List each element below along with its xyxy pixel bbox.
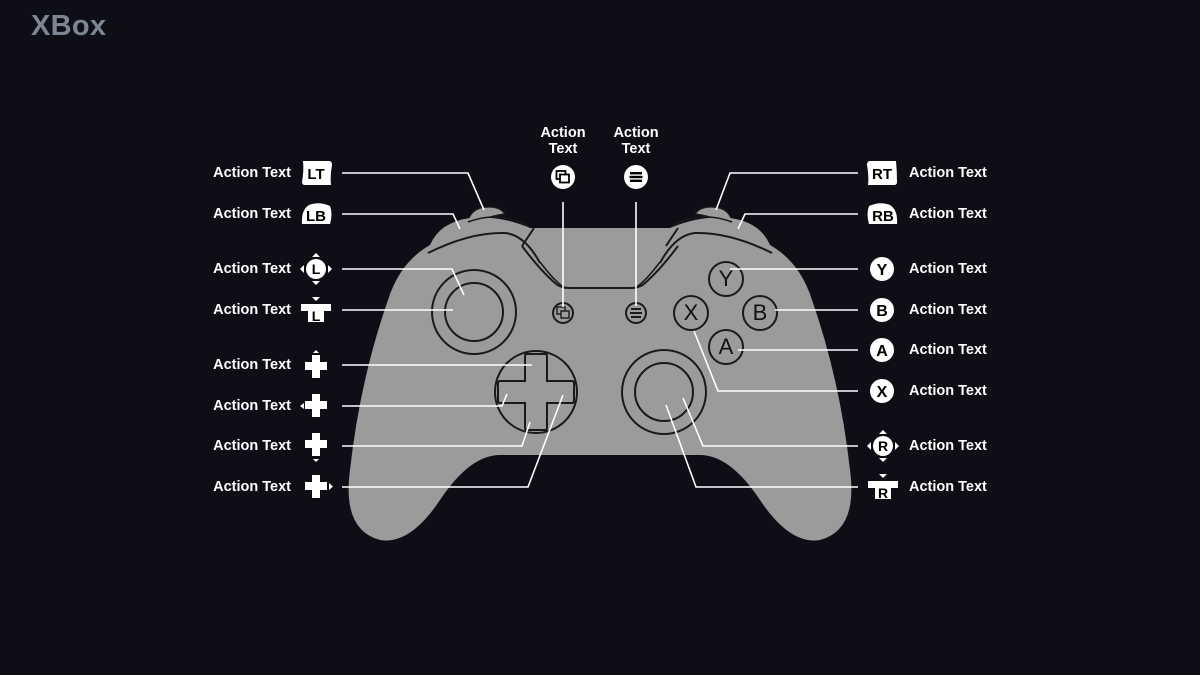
a-action-label: Action Text <box>909 342 987 358</box>
controller-shell <box>348 217 852 541</box>
menu-action-label: Action Text <box>601 125 671 157</box>
y-action-label: Action Text <box>909 261 987 277</box>
controller-body <box>348 206 852 541</box>
svg-text:LB: LB <box>306 208 326 225</box>
rb-bumper-icon: RB <box>867 203 898 225</box>
dpad-down-action-label: Action Text <box>213 438 291 454</box>
svg-text:RB: RB <box>872 208 894 225</box>
controller-label-a: A <box>718 334 734 359</box>
dpad-up-icon <box>305 350 327 378</box>
view-action-label-line2: Text <box>548 141 578 157</box>
rs-move-action-label: Action Text <box>909 438 987 454</box>
left-stick-click-icon: L <box>301 297 331 324</box>
page-title: XBox <box>31 10 107 42</box>
menu-action-label-line2: Text <box>621 141 651 157</box>
view-action-label-line1: Action <box>540 125 586 141</box>
right-stick-outer <box>621 349 707 435</box>
x-action-label: Action Text <box>909 383 987 399</box>
face-button-x <box>673 295 709 331</box>
ls-click-action-label: Action Text <box>213 302 291 318</box>
left-bumper-line <box>427 231 541 264</box>
lt-action-label: Action Text <box>213 165 291 181</box>
face-button-b <box>742 295 778 331</box>
rb-action-label: Action Text <box>909 206 987 222</box>
left-bumper-top <box>467 216 529 227</box>
svg-text:R: R <box>878 485 888 501</box>
x-button-icon: X <box>870 379 894 403</box>
rt-trigger-icon: RT <box>867 161 897 185</box>
dpad-right-icon <box>305 475 333 498</box>
left-stick-move-icon: L <box>300 253 332 285</box>
right-stick-move-icon: R <box>867 430 899 462</box>
svg-text:B: B <box>876 303 888 320</box>
rs-click-action-label: Action Text <box>909 479 987 495</box>
dpad-right-action-label: Action Text <box>213 479 291 495</box>
face-button-y <box>708 261 744 297</box>
view-button-icon <box>551 165 575 189</box>
svg-text:L: L <box>312 261 321 277</box>
y-button-icon: Y <box>870 257 894 281</box>
menu-button-icon <box>624 165 648 189</box>
face-button-a <box>708 329 744 365</box>
lb-bumper-icon: LB <box>301 203 332 225</box>
controller-label-b: B <box>752 300 768 325</box>
lb-action-label: Action Text <box>213 206 291 222</box>
view-action-label: Action Text <box>528 125 598 157</box>
svg-text:L: L <box>312 308 321 324</box>
dpad-left-icon <box>300 394 327 417</box>
right-stick-inner <box>634 362 694 422</box>
rt-action-label: Action Text <box>909 165 987 181</box>
lt-trigger-icon: LT <box>302 161 332 185</box>
right-stick-click-icon: R <box>868 474 898 501</box>
left-stick-outer <box>431 269 517 355</box>
left-stick-inner <box>444 282 504 342</box>
ls-move-action-label: Action Text <box>213 261 291 277</box>
right-bumper-top <box>671 216 733 227</box>
dpad-left-action-label: Action Text <box>213 398 291 414</box>
dpad-down-icon <box>305 433 327 462</box>
svg-text:X: X <box>877 384 888 401</box>
a-button-icon: A <box>870 338 894 362</box>
menu-action-label-line1: Action <box>613 125 659 141</box>
dpad-ring <box>494 350 578 434</box>
dpad-cross <box>497 353 575 431</box>
svg-text:RT: RT <box>872 166 892 183</box>
right-bumper-line <box>659 231 773 264</box>
svg-text:A: A <box>876 343 888 360</box>
svg-text:LT: LT <box>307 166 324 183</box>
controller-label-x: X <box>683 300 699 325</box>
b-action-label: Action Text <box>909 302 987 318</box>
svg-text:R: R <box>878 438 888 454</box>
b-button-icon: B <box>870 298 894 322</box>
svg-text:Y: Y <box>877 262 888 279</box>
leader-lines <box>342 172 858 488</box>
controller-label-y: Y <box>718 266 734 291</box>
center-panel-base <box>539 261 661 289</box>
dpad-up-action-label: Action Text <box>213 357 291 373</box>
